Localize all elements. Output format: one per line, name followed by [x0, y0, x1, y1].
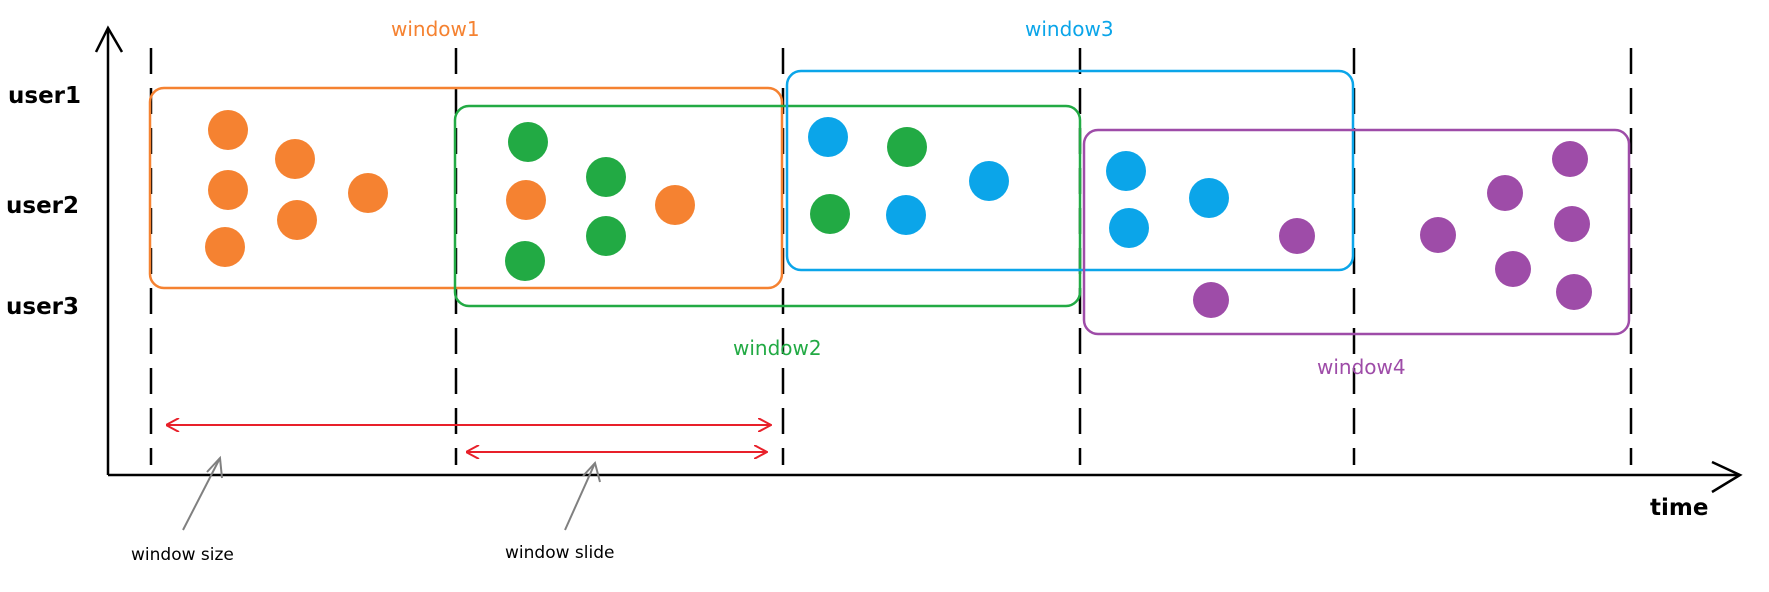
event-dot: [1420, 217, 1456, 253]
y-axis: [94, 25, 124, 475]
event-dot: [1189, 178, 1229, 218]
event-dot: [1556, 274, 1592, 310]
event-dot: [205, 227, 245, 267]
x-label-time: time: [1650, 495, 1708, 521]
event-dot: [1106, 151, 1146, 191]
x-axis-arrowhead-icon: [1711, 460, 1743, 494]
event-dot: [277, 200, 317, 240]
event-dot: [208, 110, 248, 150]
event-dot: [887, 127, 927, 167]
event-dot: [886, 195, 926, 235]
window4-box: [1082, 128, 1631, 336]
window1-box: [148, 86, 784, 290]
window-boundaries: [149, 48, 1633, 465]
event-dot: [1554, 206, 1590, 242]
event-dot: [1552, 141, 1588, 177]
event-dot: [808, 117, 848, 157]
event-dot: [275, 139, 315, 179]
window4-label: window4: [1317, 355, 1406, 379]
y-axis-arrowhead-icon: [94, 25, 124, 53]
y-label-user2: user2: [6, 193, 79, 219]
window-size-label: window size: [131, 545, 234, 565]
window2-box: [453, 104, 1082, 308]
event-dot: [208, 170, 248, 210]
event-dot: [1109, 208, 1149, 248]
window3-label: window3: [1025, 17, 1114, 41]
event-dot: [508, 122, 548, 162]
event-dot: [969, 161, 1009, 201]
window-size-pointer: [182, 455, 223, 531]
event-dot: [506, 180, 546, 220]
window3-box: [785, 69, 1355, 272]
x-axis: [108, 460, 1743, 494]
window2-label: window2: [733, 336, 822, 360]
event-dot: [586, 216, 626, 256]
event-dots: [205, 110, 1592, 318]
window-slide-label: window slide: [505, 543, 614, 563]
event-dot: [505, 241, 545, 281]
y-label-user1: user1: [8, 83, 81, 109]
event-dot: [348, 173, 388, 213]
event-dot: [655, 185, 695, 225]
event-dot: [1279, 218, 1315, 254]
event-dot: [1495, 251, 1531, 287]
window-slide-pointer: [564, 460, 601, 531]
y-label-user3: user3: [6, 294, 79, 320]
event-dot: [586, 157, 626, 197]
event-dot: [1487, 175, 1523, 211]
window1-label: window1: [391, 17, 480, 41]
event-dot: [810, 194, 850, 234]
event-dot: [1193, 282, 1229, 318]
